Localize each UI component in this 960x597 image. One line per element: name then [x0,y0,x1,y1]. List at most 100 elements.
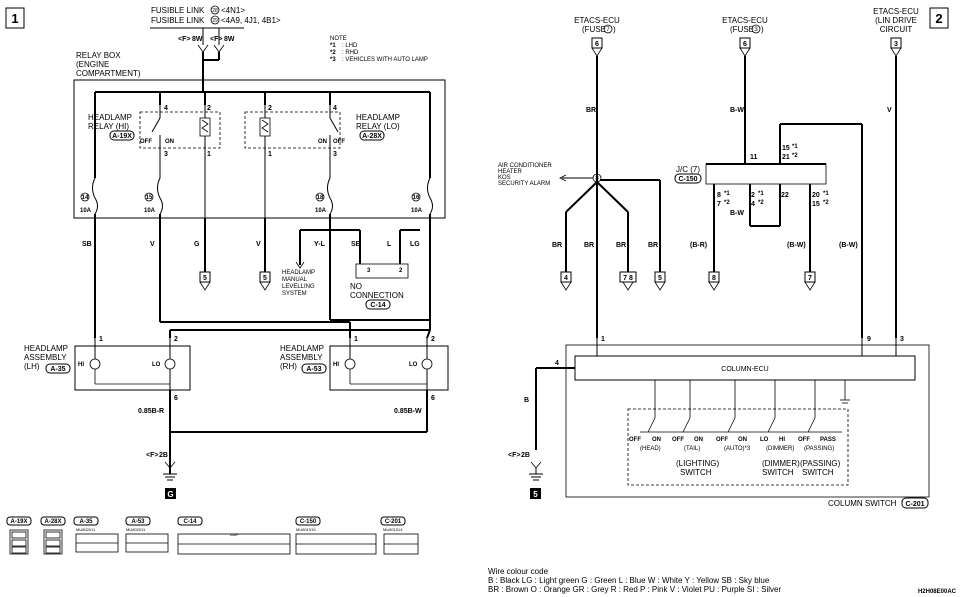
relay-lo-pin-3: 3 [333,151,337,158]
jc-col2: 2 [751,192,755,199]
relay-hi-off: OFF [140,139,152,145]
column-ecu-pin3: 3 [900,336,904,343]
wire-g: G [194,241,200,248]
fuse-14-icon [92,177,98,215]
relay-lo-code: A-28X [362,133,382,140]
column-ecu-pin9: 9 [867,336,871,343]
conn-c150-sub: MU801515 [296,527,316,532]
relay-lo-code-box [359,130,385,141]
relay-lo-box [244,111,341,149]
etacs3-line3: CIRCUIT [880,25,913,34]
right-ground-conn: 2B [521,452,530,459]
splice-label-3: KOS [498,175,511,181]
lamp-lh-ground-wire: 0.85B-R [138,408,164,415]
levelling-2: MANUAL [282,277,308,283]
fuse-15-num: 15 [146,195,153,201]
lamp-rh-pin1: 1 [354,336,358,343]
right-refs: 4 7 8 5 8 7 [560,271,816,291]
left-ground-f: <F> [146,452,158,459]
jc-code-box [674,173,702,184]
diagram-code: H2H08E00AC [918,589,957,595]
relay-lo-pin-4: 4 [333,105,337,112]
wire-sb2: SB [351,241,361,248]
relay-hi-code: A-19X [112,133,132,140]
etacs2-line1: ETACS-ECU [722,16,768,25]
fusible-link-2-codes: <4A9, 4J1, 4B1> [221,16,281,25]
jc-col4-note: *1 [823,191,829,197]
rref-6: 7 [808,275,812,282]
page-number-box-right [929,7,949,29]
wire-sb: SB [82,241,92,248]
rwire-bw-paren1: (B-W) [787,242,806,249]
lamp-rh-lo: LO [409,362,418,368]
switch-group-2-l1: (PASSING) [800,459,841,468]
rwire-bw2: B-W [730,210,744,217]
rwire-br-c: BR [616,242,626,249]
splice-label-2: HEATER [498,169,523,175]
splice-num: 8 [595,176,599,182]
jc-pin-15-note: *1 [792,144,798,150]
etacs3-ref: 3 [894,41,898,48]
conn-f-b: <F> [210,36,222,43]
jc-col1-note: *1 [724,191,730,197]
switch-1-off: OFF [672,437,684,443]
etacs3-ref-box [890,37,902,49]
fusible-link-2-circle-icon [210,15,220,25]
lamp-lh-name1: HEADLAMP [24,344,68,353]
page-number-box-left [5,7,25,29]
note-text-1: : LHD [342,43,358,49]
lamp-lh-pin6: 6 [174,395,178,402]
jc-col2-note: *1 [758,191,764,197]
relay-hi-name-1: HEADLAMP [88,113,132,122]
nc-pin-2: 2 [399,268,403,274]
wire-colour-line1: B : Black LG : Light green G : Green L :… [488,576,770,585]
etacs2-fuse-num: 3 [754,27,758,33]
fusible-link-2-label: FUSIBLE LINK [151,16,205,25]
relay-hi-pin-4: 4 [164,105,168,112]
jc-box [705,163,827,185]
lamp-lh-pin1: 1 [99,336,103,343]
lamp-rh-ground-wire: 0.85B-W [394,408,422,415]
right-ground-f: <F> [508,452,520,459]
lamp-lh-box [74,345,191,391]
right-ground-ref: 5 [533,490,538,499]
connector-thumbnails: A-19X A-28X A-35 MU802011 A-53 MU802011 … [6,516,419,555]
relay-hi-code-box [109,130,135,141]
ref-box-g [199,271,211,283]
jc-col4: 20 [812,192,820,199]
lamp-lh-hi: HI [78,362,84,368]
etacs1-fuse-circle-icon [603,24,613,34]
lamp-lh-code: A-35 [50,366,65,373]
etacs1-line1: ETACS-ECU [574,16,620,25]
wire-l: L [387,241,392,248]
etacs2-ref: 6 [743,41,747,48]
rref-3: 5 [658,275,662,282]
relay-box [73,79,446,219]
wire-v: V [150,241,155,248]
rref-4: 8 [712,275,716,282]
nc-line2: CONNECTION [350,291,404,300]
levelling-3: LEVELLING [282,284,315,290]
lamp-rh-hi: HI [333,362,339,368]
switch-3-on: HI [779,437,785,443]
relay-box-label-2: (ENGINE [76,60,109,69]
etacs3-line1: ETACS-ECU [873,7,919,16]
relay-box-label-1: RELAY BOX [76,51,121,60]
jc-col1: 8 [717,192,721,199]
lamp-lh-name2: ASSEMBLY [24,353,67,362]
switch-3: LO HI (DIMMER) [760,380,794,452]
fuse-16-amp: 10A [411,208,423,214]
switch-3-label: (DIMMER) [766,446,794,452]
switch-4-on: PASS [820,437,836,443]
relay-hi-name-2: RELAY (HI) [88,122,129,131]
relay-lo-name-2: RELAY (LO) [356,122,400,131]
conn-a28x: A-28X [44,519,61,525]
etacs1-ref-box [591,37,603,49]
switch-2-label: (AUTO)*3 [724,446,751,452]
levelling-arrow-icon [295,261,305,269]
jc-pin-15: 15 [782,145,790,152]
wire-yl: Y-L [314,241,326,248]
switch-1-on: ON [694,437,703,443]
jc-col1b-note: *2 [724,200,730,206]
